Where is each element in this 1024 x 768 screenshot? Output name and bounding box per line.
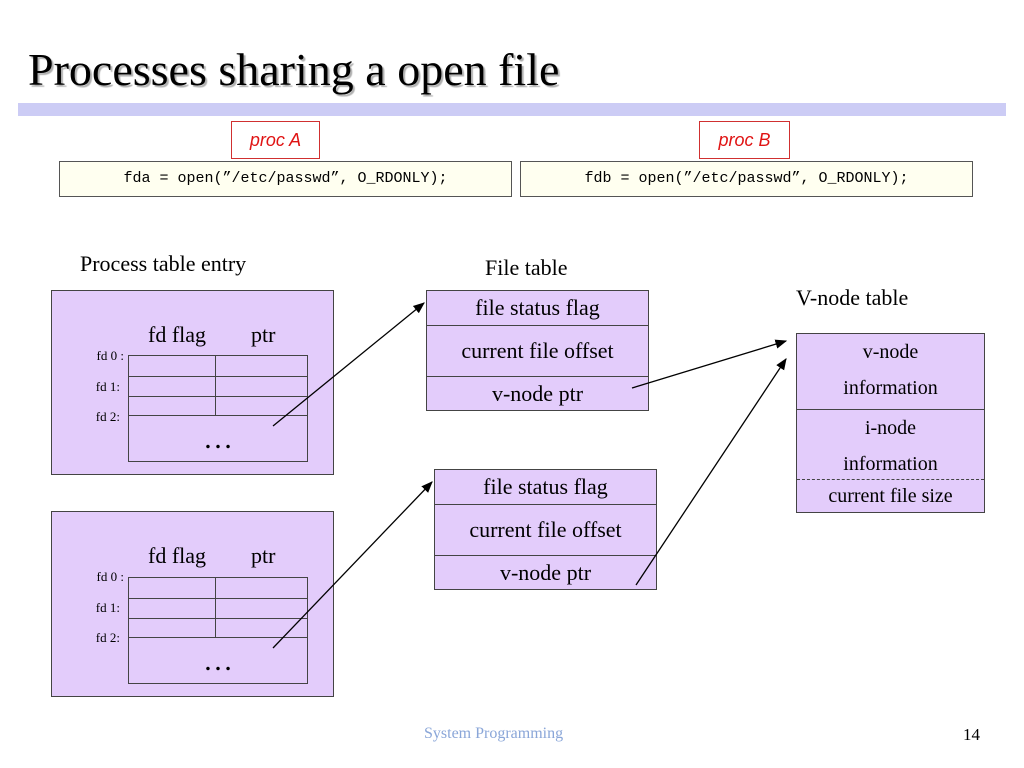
fd-1-label: fd 1: [95, 379, 120, 394]
fd-0-flag-cell [129, 356, 216, 377]
current-file-offset: current file offset [427, 326, 648, 377]
fd-1-label: fd 1: [95, 600, 120, 615]
vnode-ptr: v-node ptr [491, 380, 584, 406]
fd-2-flag-cell [129, 619, 216, 638]
fd-0-flag-cell [129, 578, 216, 599]
fd-1-ptr-cell [216, 377, 307, 397]
arrow-file2-to-vnode [635, 358, 787, 586]
process-table-heading: Process table entry [80, 251, 247, 276]
fd-0-label: fd 0 : [96, 569, 124, 584]
slide-title: Processes sharing a open file [28, 44, 560, 95]
process-entry-2: fd flag ptr fd 0 : fd 1: fd 2: … [51, 511, 334, 697]
ptr-header: ptr [251, 322, 276, 347]
fd-table: … [128, 577, 308, 684]
file-table-heading: File table [485, 255, 568, 280]
file-status-flag: file status flag [435, 470, 656, 505]
ellipsis: … [203, 422, 233, 455]
fd-2-flag-cell [129, 397, 216, 416]
fd-1-ptr-cell [216, 599, 307, 619]
proc-a-code: fda = open(”/etc/passwd”, O_RDONLY); [59, 161, 512, 197]
inode-info-line2: information [797, 446, 984, 480]
fd-table: … [128, 355, 308, 462]
fd-2-label: fd 2: [95, 409, 120, 424]
current-file-size: current file size [828, 485, 953, 507]
fd-flag-header: fd flag [148, 543, 207, 568]
fd-0-ptr-cell [216, 578, 307, 599]
proc-a-label: proc A [231, 121, 320, 159]
process-entry-1: fd flag ptr fd 0 : fd 1: fd 2: … [51, 290, 334, 475]
ellipsis: … [203, 644, 233, 677]
title-rule [18, 103, 1006, 116]
fd-1-flag-cell [129, 599, 216, 619]
fd-1-flag-cell [129, 377, 216, 397]
fd-0-ptr-cell [216, 356, 307, 377]
proc-b-label: proc B [699, 121, 790, 159]
arrow-file1-to-vnode [631, 339, 788, 389]
fd-2-label: fd 2: [95, 630, 120, 645]
vnode-table-heading: V-node table [796, 285, 909, 310]
current-file-offset: current file offset [435, 505, 656, 556]
vnode-ptr: v-node ptr [499, 559, 592, 585]
page-number: 14 [963, 725, 980, 744]
fd-flag-header: fd flag [148, 322, 207, 347]
file-table-entry-2: file status flag current file offset v-n… [434, 469, 657, 590]
ptr-header: ptr [251, 543, 276, 568]
file-status-flag: file status flag [427, 291, 648, 326]
inode-info-line1: i-node [864, 417, 917, 439]
vnode-info-line2: information [797, 370, 984, 410]
vnode-info-line1: v-node [862, 341, 919, 363]
proc-b-code: fdb = open(”/etc/passwd”, O_RDONLY); [520, 161, 973, 197]
file-table-entry-1: file status flag current file offset v-n… [426, 290, 649, 411]
fd-2-ptr-cell [216, 619, 307, 638]
footer-text: System Programming [424, 725, 564, 742]
fd-0-label: fd 0 : [96, 348, 124, 363]
fd-2-ptr-cell [216, 397, 307, 416]
vnode-table-entry: v-node information i-node information cu… [796, 333, 985, 513]
